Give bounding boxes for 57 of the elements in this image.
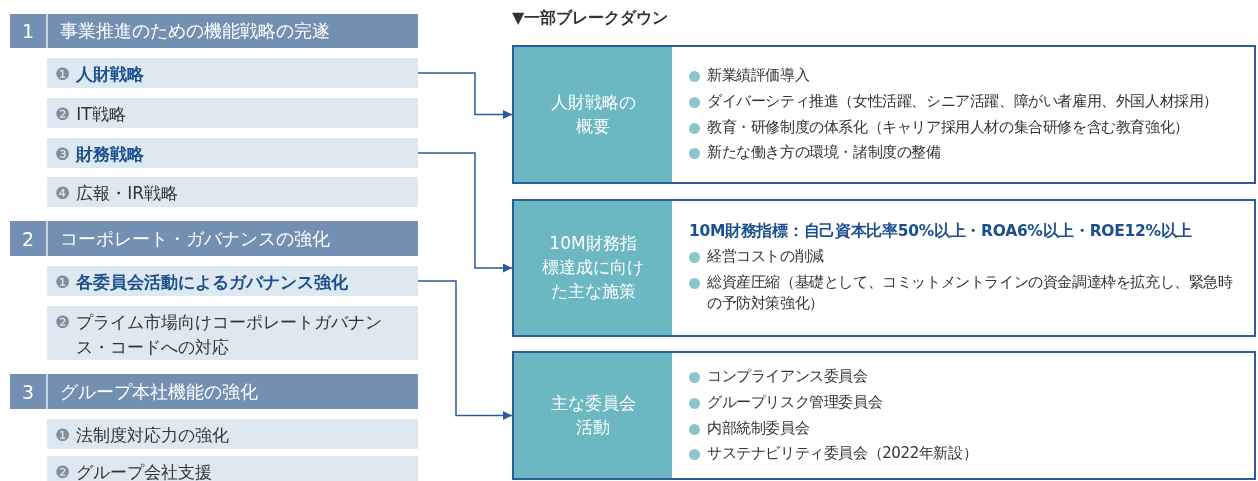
bullet-item: サステナビリティ委員会（2022年新設） [689,443,1244,465]
section-header [10,221,418,256]
circled-number: ❷ [55,461,71,481]
label-panel [514,47,672,182]
item-text: プライム市場向けコーポレートガバナンス・コードへの対応 [76,311,384,359]
label-panel [514,201,672,335]
section-number: 3 [20,380,36,403]
lead-text: 10M財務指標：自己資本比率50%以上・ROA6%以上・ROE12%以上 [689,220,1194,242]
item-text: IT戦略 [76,103,126,126]
item-band [47,58,418,88]
section-number: 2 [20,227,36,250]
circled-number: ❸ [55,143,71,166]
section-title: 事業推進のための機能戦略の完遂 [46,14,330,48]
bullet-item: 新たな働き方の環境・諸制度の整備 [689,142,1244,164]
item-band [47,266,418,296]
item-band [47,98,418,128]
connector-arrow [417,72,513,119]
item-band [47,419,418,449]
circled-number: ❶ [55,424,71,447]
breakdown-title: ▼一部ブレークダウン [512,8,669,29]
bullet-item: 内部統制委員会 [689,417,1244,440]
bullet-item: コンプライアンス委員会 [689,366,1244,388]
bullet-item: グループリスク管理委員会 [689,391,1244,414]
item-band [47,306,418,360]
item-band [47,138,418,168]
section-title: コーポレート・ガバナンスの強化 [46,221,330,256]
connector-arrow [417,280,513,420]
detail-box [512,351,1256,480]
section-title: グループ本社機能の強化 [46,374,258,409]
item-text: 人財戦略 [76,63,145,86]
section-header [10,374,418,409]
detail-box [512,45,1256,184]
panel-title: 主な委員会活動 [549,391,637,439]
item-band [47,177,418,207]
connector-arrow [417,152,513,273]
bullet-item: 教育・研修制度の体系化（キャリア採用人材の集合研修を含む教育強化） [689,116,1244,139]
label-panel [514,353,672,478]
circled-number: ❷ [55,103,71,126]
item-text: グループ会社支援 [76,461,213,481]
panel-title: 人財戦略の概要 [549,90,637,138]
item-text: 各委員会活動によるガバナンス強化 [76,271,349,294]
circled-number: ❹ [55,182,71,205]
circled-number: ❶ [55,271,71,294]
item-text: 広報・IR戦略 [76,182,179,205]
item-band [47,456,418,481]
bullet-item: 総資産圧縮（基礎として、コミットメントラインの資金調達枠を拡充し、緊急時の予防対策強化） [689,271,1244,316]
bullet-item: 経営コストの削減 [689,245,1244,268]
section-header [10,14,418,48]
detail-box [512,199,1256,337]
bullet-item: 新業績評価導入 [689,65,1244,87]
item-text: 財務戦略 [76,143,145,166]
circled-number: ❷ [55,311,71,334]
bullet-item: ダイバーシティ推進（女性活躍、シニア活躍、障がい者雇用、外国人材採用） [689,90,1244,113]
circled-number: ❶ [55,63,71,86]
item-text: 法制度対応力の強化 [76,424,230,447]
section-number: 1 [20,20,36,42]
panel-title: 10M財務指標達成に向けた主な施策 [541,232,645,303]
